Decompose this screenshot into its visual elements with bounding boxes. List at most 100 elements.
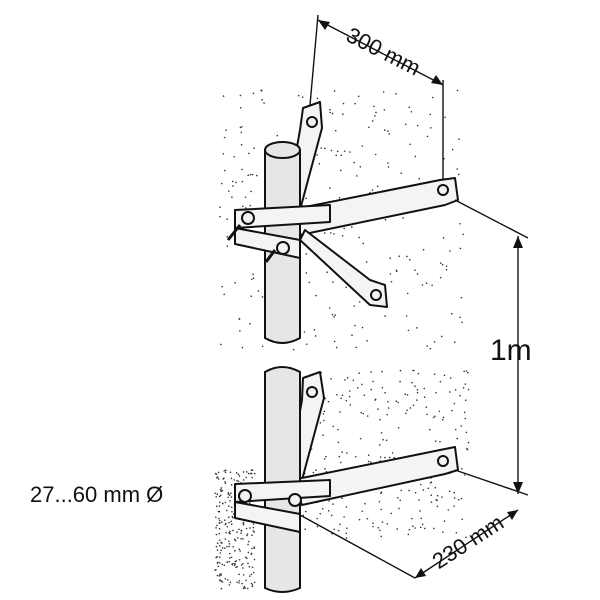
wall-dot [442, 416, 445, 419]
wall-dot [234, 539, 237, 542]
label-width-bottom: 230 mm [428, 510, 508, 574]
wall-dot [384, 315, 386, 317]
wall-dot [222, 95, 225, 97]
wall-dot [449, 377, 452, 379]
wall-dot [408, 106, 411, 109]
wall-dot [354, 455, 357, 458]
wall-dot [229, 499, 231, 502]
wall-dot [414, 155, 417, 158]
wall-dot [240, 125, 243, 128]
wall-dot [323, 410, 326, 413]
wall-dot [218, 522, 221, 524]
wall-dot [459, 247, 462, 250]
wall-dot [416, 327, 418, 329]
wall-dot [399, 380, 401, 383]
wall-dot [444, 116, 446, 119]
wall-dot [464, 399, 467, 402]
wall-dot [380, 535, 383, 538]
wall-dot [359, 166, 362, 168]
wall-dot [339, 411, 341, 413]
wall-dot [246, 557, 248, 560]
wall-dot [463, 474, 466, 476]
bolt-icon [437, 455, 449, 467]
wall-dot [227, 496, 229, 499]
wall-dot [244, 587, 246, 589]
wall-dot [367, 460, 370, 463]
wall-dot [251, 584, 254, 586]
wall-dot [246, 533, 249, 535]
wall-dot [427, 487, 430, 490]
wall-dot [215, 533, 218, 536]
wall-dot [233, 155, 235, 158]
wall-dot [244, 556, 247, 559]
nut-icon [238, 489, 252, 503]
wall-dot [230, 556, 233, 559]
wall-dot [390, 280, 393, 283]
wall-dot [416, 391, 419, 394]
wall-dot [351, 334, 353, 337]
wall-dot [219, 562, 221, 564]
wall-dot [333, 340, 336, 343]
wall-dot [330, 149, 333, 152]
wall-dot [248, 566, 251, 568]
wall-dot [250, 573, 253, 576]
wall-dot [315, 469, 317, 472]
wall-dot [230, 496, 233, 498]
wall-dot [407, 533, 410, 536]
bolt-icon [306, 116, 318, 128]
wall-dot [219, 494, 222, 497]
wall-dot [374, 115, 376, 117]
wall-dot [464, 383, 467, 385]
wall-dot [241, 168, 243, 171]
wall-dot [341, 451, 343, 453]
wall-dot [230, 492, 232, 495]
wall-dot [387, 130, 389, 132]
wall-dot [322, 434, 324, 436]
wall-dot [219, 556, 221, 558]
wall-dot [251, 173, 254, 176]
wall-dot [345, 286, 348, 289]
wall-dot [251, 469, 254, 471]
wall-dot [292, 348, 295, 351]
wall-dot [336, 150, 339, 153]
wall-dot [220, 549, 222, 552]
wall-dot [308, 281, 311, 284]
wall-dot [442, 236, 445, 239]
wall-dot [385, 439, 388, 442]
wall-dot [387, 166, 390, 168]
wall-dot [333, 90, 336, 92]
wall-dot [414, 527, 416, 529]
wall-dot [251, 534, 253, 537]
wall-dot [305, 197, 307, 200]
wall-dot [231, 180, 234, 183]
wall-dot [344, 379, 346, 381]
wall-dot [226, 579, 229, 581]
wall-dot [461, 518, 463, 521]
wall-dot [463, 411, 466, 414]
wall-dot [227, 492, 230, 494]
pipe-lower [264, 366, 301, 593]
wall-dot [416, 388, 419, 391]
label-spacing: 1m [490, 334, 532, 367]
wall-dot [223, 477, 225, 479]
wall-dot [241, 180, 244, 183]
wall-dot [423, 396, 426, 399]
wall-dot [221, 285, 223, 288]
wall-dot [253, 581, 256, 584]
wall-dot [253, 531, 256, 533]
wall-dot [456, 89, 459, 92]
wall-dot [220, 541, 223, 544]
wall-dot [358, 372, 360, 374]
wall-dot [242, 574, 245, 576]
wall-dot [228, 542, 231, 545]
wall-dot [339, 523, 341, 526]
wall-dot [462, 233, 464, 236]
wall-dot [242, 205, 244, 208]
dimension-lines [299, 14, 529, 579]
wall-dot [238, 582, 240, 584]
wall-dot [412, 525, 414, 528]
wall-dot [377, 526, 379, 529]
wall-dot [226, 525, 229, 528]
wall-dot [215, 495, 218, 498]
